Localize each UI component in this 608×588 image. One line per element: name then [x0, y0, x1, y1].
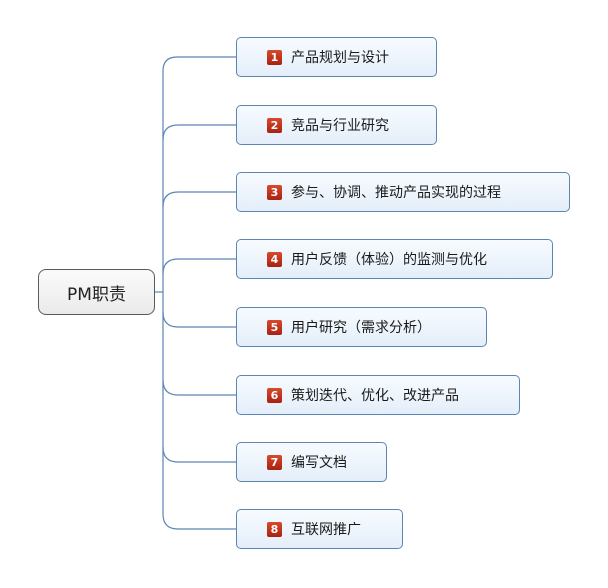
connector-branch-1	[162, 56, 236, 292]
priority-7-icon: 7	[267, 455, 282, 470]
connector-branch-6	[162, 379, 236, 396]
branch-node-7[interactable]: 7 编写文档	[236, 442, 387, 482]
priority-4-icon: 4	[267, 252, 282, 267]
root-label: PM职责	[67, 284, 126, 305]
connector-branch-2	[162, 124, 236, 141]
priority-3-icon: 3	[267, 185, 282, 200]
connector-branch-3	[162, 191, 236, 208]
root-node[interactable]: PM职责	[38, 269, 155, 315]
branch-node-8[interactable]: 8 互联网推广	[236, 509, 403, 549]
priority-1-icon: 1	[267, 50, 282, 65]
priority-5-icon: 5	[267, 320, 282, 335]
connector-branch-4	[162, 258, 236, 275]
branch-label: 互联网推广	[291, 522, 361, 538]
branch-node-6[interactable]: 6 策划迭代、优化、改进产品	[236, 375, 520, 415]
branch-node-1[interactable]: 1 产品规划与设计	[236, 37, 437, 77]
connector-branch-8	[162, 292, 236, 530]
priority-6-icon: 6	[267, 388, 282, 403]
branch-node-3[interactable]: 3 参与、协调、推动产品实现的过程	[236, 172, 570, 212]
branch-label: 产品规划与设计	[291, 50, 389, 66]
branch-label: 竞品与行业研究	[291, 118, 389, 134]
branch-node-4[interactable]: 4 用户反馈（体验）的监测与优化	[236, 239, 553, 279]
priority-8-icon: 8	[267, 522, 282, 537]
connector-branch-7	[162, 446, 236, 463]
priority-2-icon: 2	[267, 118, 282, 133]
branch-node-5[interactable]: 5 用户研究（需求分析）	[236, 307, 487, 347]
branch-node-2[interactable]: 2 竞品与行业研究	[236, 105, 437, 145]
branch-label: 用户反馈（体验）的监测与优化	[291, 252, 487, 268]
branch-label: 用户研究（需求分析）	[291, 320, 431, 336]
branch-label: 编写文档	[291, 455, 347, 471]
connector-branch-5	[162, 311, 236, 328]
branch-label: 策划迭代、优化、改进产品	[291, 388, 459, 404]
branch-label: 参与、协调、推动产品实现的过程	[291, 185, 501, 201]
